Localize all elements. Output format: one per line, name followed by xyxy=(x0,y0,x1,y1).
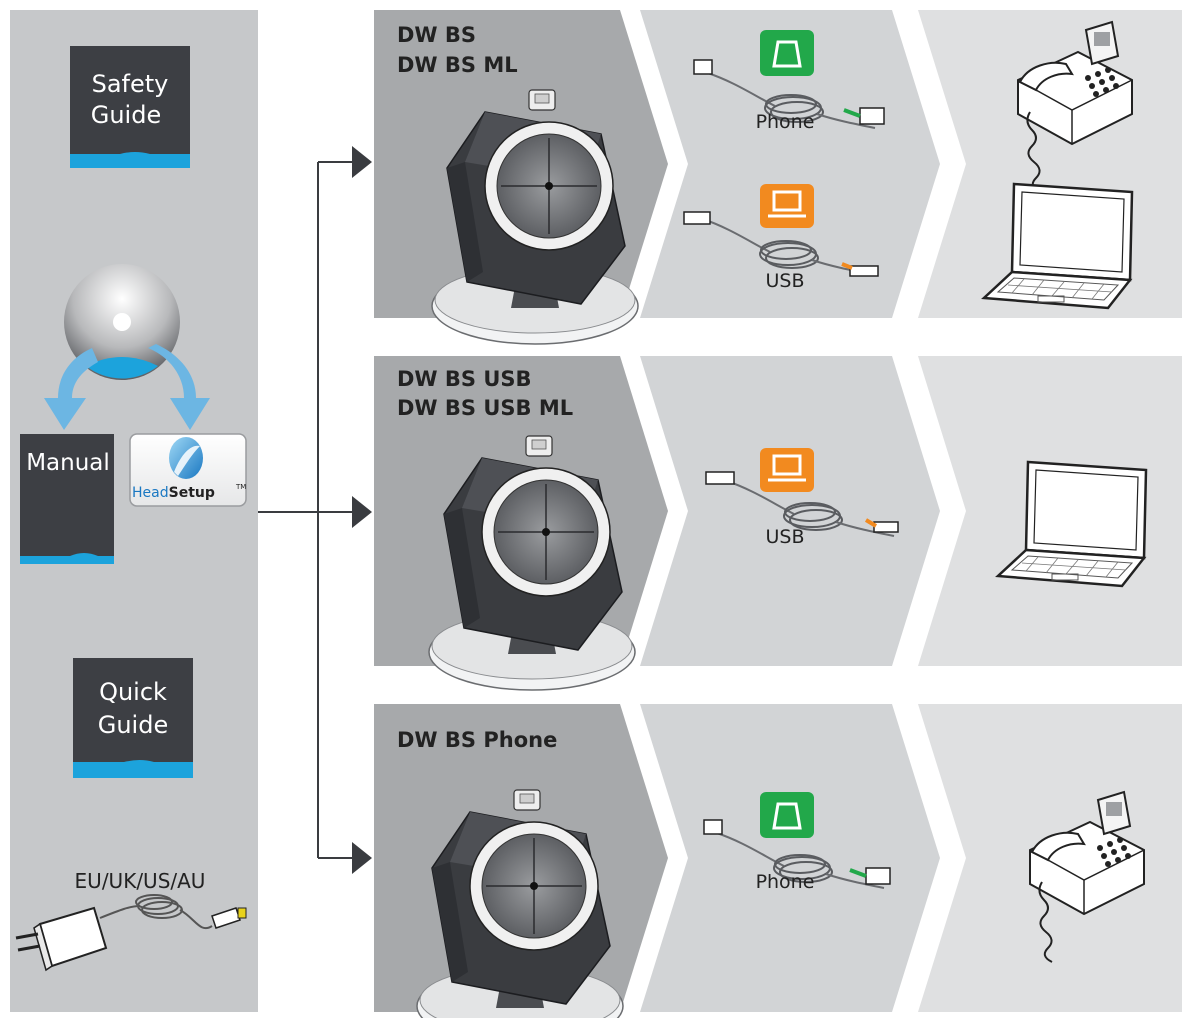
row-dw-bs-phone: DW BS Phone Phone xyxy=(374,704,1182,1018)
arrow-row3-icon xyxy=(352,842,372,874)
row-dw-bs: DW BS DW BS ML Phone USB xyxy=(374,10,1182,345)
rj-plug-left-icon xyxy=(693,59,713,75)
headsetup-setup-text: Setup xyxy=(169,485,215,501)
headsetup-head-text: Head xyxy=(132,485,169,501)
usb-plug-right-icon xyxy=(873,521,899,533)
quick-guide-title-line2: Guide xyxy=(98,711,168,739)
quick-guide-book: Quick Guide xyxy=(73,658,193,778)
headsetup-swoosh-icon xyxy=(169,437,203,479)
rj-plug-right-icon xyxy=(865,867,891,885)
arrow-to-manual-icon xyxy=(44,348,98,430)
station-name-line2: DW BS ML xyxy=(397,53,518,77)
arrow-to-headsetup-icon xyxy=(148,344,210,430)
station-name-line1: DW BS Phone xyxy=(397,728,557,752)
headsetup-logo: HeadSetup TM xyxy=(129,433,247,507)
arrow-row1-icon xyxy=(352,146,372,178)
usb-plug-left-icon xyxy=(683,211,711,225)
safety-guide-title-line2: Guide xyxy=(91,101,161,129)
usb-plug-right-icon xyxy=(849,265,879,277)
station-name-line2: DW BS USB ML xyxy=(397,396,573,420)
cable-panel xyxy=(640,10,940,318)
arrow-row2-icon xyxy=(352,496,372,528)
safety-guide-book: Safety Guide xyxy=(70,46,190,168)
station-name-line1: DW BS xyxy=(397,23,476,47)
manual-title: Manual xyxy=(26,450,110,476)
handset-glyph-icon xyxy=(772,802,802,830)
power-supply-icon xyxy=(15,894,247,972)
usb-plug-left-icon xyxy=(705,471,735,485)
safety-guide-title-line1: Safety xyxy=(92,70,169,98)
svg-text:HeadSetup: HeadSetup xyxy=(132,485,215,501)
row-dw-bs-usb: DW BS USB DW BS USB ML USB xyxy=(374,356,1182,691)
handset-glyph-icon xyxy=(772,40,802,68)
phone-badge-icon xyxy=(760,30,814,76)
cable-label-phone: Phone xyxy=(756,871,815,893)
power-regions-label: EU/UK/US/AU xyxy=(75,869,206,893)
headsetup-tm-text: TM xyxy=(235,483,246,491)
rj-plug-left-icon xyxy=(703,819,723,835)
connector-lines xyxy=(258,161,352,859)
station-name-line1: DW BS USB xyxy=(397,367,532,391)
phone-badge-icon xyxy=(760,792,814,838)
cable-label-usb: USB xyxy=(765,526,804,548)
manual-book: Manual xyxy=(20,434,114,564)
rj-plug-right-icon xyxy=(859,107,885,125)
cable-label-usb: USB xyxy=(765,270,804,292)
quick-guide-title-line1: Quick xyxy=(99,678,167,706)
cable-label-phone: Phone xyxy=(756,111,815,133)
